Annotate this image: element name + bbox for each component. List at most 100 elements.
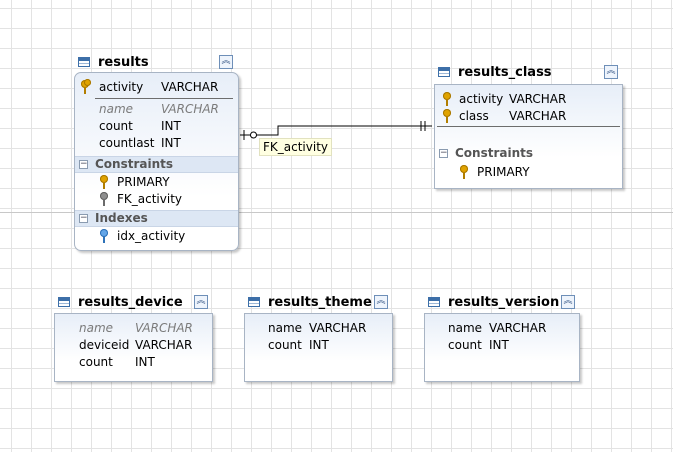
column-type: VARCHAR <box>509 109 567 123</box>
entity-results-device[interactable]: results_device ︽ name VARCHAR deviceid V… <box>54 292 214 383</box>
key-separator <box>95 98 233 99</box>
entity-results-version-body: name VARCHAR count INT <box>424 313 580 382</box>
column-row[interactable]: count INT <box>59 354 209 371</box>
constraint-row[interactable]: PRIMARY <box>79 174 235 191</box>
entity-title[interactable]: results_class <box>458 64 552 80</box>
table-icon <box>248 297 260 307</box>
column-type: VARCHAR <box>309 321 367 335</box>
indexes-section[interactable]: − Indexes <box>75 210 238 227</box>
entity-results-body: activity VARCHAR name VARCHAR count INT … <box>74 72 239 251</box>
column-name: countlast <box>99 136 155 150</box>
index-name: idx_activity <box>117 229 186 243</box>
column-name: name <box>448 321 483 335</box>
entity-results-theme-header[interactable]: results_theme <box>244 292 394 312</box>
column-row[interactable]: name VARCHAR <box>59 320 209 337</box>
entity-results-class[interactable]: results_class ︽ activity VARCHAR class V… <box>434 62 624 190</box>
fk-activity-line <box>240 125 432 136</box>
entity-results-device-body: name VARCHAR deviceid VARCHAR count INT <box>54 313 213 382</box>
column-name: name <box>99 102 134 116</box>
constraint-row[interactable]: PRIMARY <box>439 164 619 181</box>
column-row[interactable]: count INT <box>429 337 577 354</box>
constraints-section[interactable]: − Constraints <box>435 146 622 163</box>
column-type: VARCHAR <box>135 338 193 352</box>
primary-key-icon <box>81 79 91 94</box>
primary-key-icon <box>460 165 468 179</box>
entity-results-theme-body: name VARCHAR count INT <box>244 313 393 382</box>
primary-key-icon <box>443 109 451 123</box>
collapse-up-icon[interactable]: ︽ <box>604 65 618 79</box>
collapse-up-icon[interactable]: ︽ <box>374 295 388 309</box>
column-name: count <box>99 119 133 133</box>
column-type: INT <box>309 338 329 352</box>
column-type: VARCHAR <box>161 102 219 116</box>
collapse-up-icon[interactable]: ︽ <box>561 295 575 309</box>
entity-title[interactable]: results_version <box>448 294 560 310</box>
entity-results[interactable]: results ︽ activity VARCHAR name VARCHAR … <box>74 52 240 252</box>
column-type: INT <box>135 355 155 369</box>
constraint-name: FK_activity <box>117 192 183 206</box>
section-label: Constraints <box>95 157 174 171</box>
section-collapse-icon[interactable]: − <box>439 148 448 158</box>
foreign-key-icon <box>100 192 108 206</box>
column-row[interactable]: name VARCHAR <box>249 320 389 337</box>
column-type: INT <box>161 119 181 133</box>
constraint-row[interactable]: FK_activity <box>79 191 235 208</box>
column-type: VARCHAR <box>161 80 219 94</box>
entity-results-device-header[interactable]: results_device <box>54 292 214 312</box>
primary-key-icon <box>443 92 451 106</box>
table-icon <box>78 57 90 67</box>
column-row[interactable]: name VARCHAR <box>429 320 577 337</box>
column-row[interactable]: deviceid VARCHAR <box>59 337 209 354</box>
column-row[interactable]: name VARCHAR <box>79 101 235 118</box>
entity-results-class-body: activity VARCHAR class VARCHAR − Constra… <box>434 84 623 189</box>
constraints-section[interactable]: − Constraints <box>75 156 238 173</box>
collapse-up-icon[interactable]: ︽ <box>219 55 233 69</box>
key-separator <box>437 126 620 127</box>
section-label: Indexes <box>95 211 148 225</box>
entity-results-theme[interactable]: results_theme ︽ name VARCHAR count INT <box>244 292 394 383</box>
entity-title[interactable]: results_theme <box>268 294 372 310</box>
constraint-name: PRIMARY <box>117 175 170 189</box>
column-row[interactable]: activity VARCHAR <box>79 79 235 96</box>
primary-key-icon <box>100 175 108 189</box>
column-name: class <box>459 109 489 123</box>
column-name: name <box>79 321 114 335</box>
column-type: INT <box>489 338 509 352</box>
column-name: count <box>268 338 302 352</box>
table-icon <box>428 297 440 307</box>
column-name: count <box>448 338 482 352</box>
column-type: VARCHAR <box>135 321 193 335</box>
collapse-up-icon[interactable]: ︽ <box>194 295 208 309</box>
entity-results-version-header[interactable]: results_version <box>424 292 581 312</box>
constraint-name: PRIMARY <box>477 165 530 179</box>
entity-results-version[interactable]: results_version ︽ name VARCHAR count INT <box>424 292 581 383</box>
column-name: activity <box>99 80 144 94</box>
fk-optional-circle <box>250 131 257 139</box>
column-row[interactable]: activity VARCHAR <box>439 91 619 108</box>
section-collapse-icon[interactable]: − <box>79 213 88 223</box>
relationship-label[interactable]: FK_activity <box>259 138 333 156</box>
entity-results-header[interactable]: results <box>74 52 240 72</box>
column-type: INT <box>161 136 181 150</box>
column-type: VARCHAR <box>509 92 567 106</box>
column-row[interactable]: count INT <box>249 337 389 354</box>
section-collapse-icon[interactable]: − <box>79 159 88 169</box>
column-row[interactable]: class VARCHAR <box>439 108 619 125</box>
column-type: VARCHAR <box>489 321 547 335</box>
column-name: name <box>268 321 303 335</box>
entity-title[interactable]: results_device <box>78 294 183 310</box>
table-icon <box>438 67 450 77</box>
index-row[interactable]: idx_activity <box>79 228 235 245</box>
column-name: activity <box>459 92 504 106</box>
column-row[interactable]: countlast INT <box>79 135 235 152</box>
index-icon <box>100 229 108 243</box>
entity-results-class-header[interactable]: results_class <box>434 62 624 82</box>
canvas-divider <box>0 212 673 213</box>
column-name: count <box>79 355 113 369</box>
section-label: Constraints <box>455 146 534 160</box>
table-icon <box>58 297 70 307</box>
column-name: deviceid <box>79 338 130 352</box>
entity-title[interactable]: results <box>98 54 149 70</box>
column-row[interactable]: count INT <box>79 118 235 135</box>
